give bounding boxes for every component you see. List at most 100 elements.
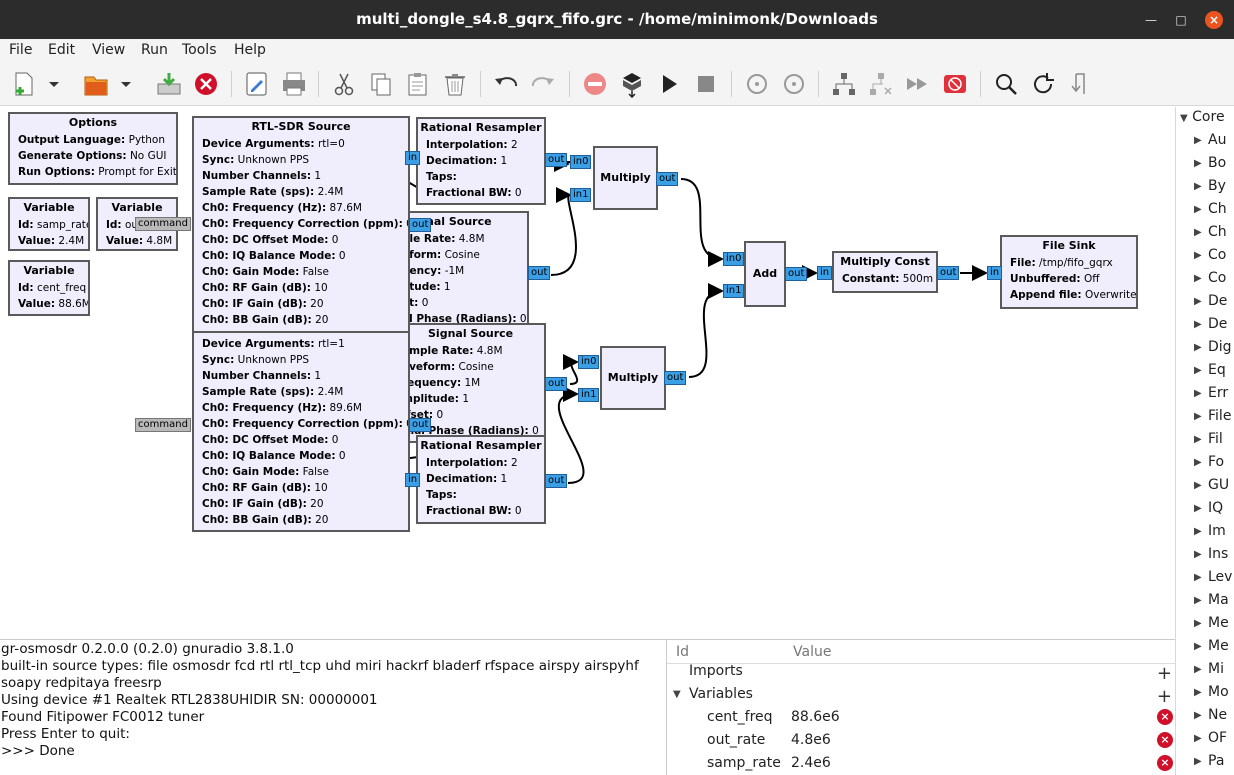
- delete-icon[interactable]: [441, 70, 469, 98]
- add-variable-icon[interactable]: +: [1156, 686, 1172, 707]
- multiply2-out-port[interactable]: out: [664, 371, 687, 385]
- imports-row[interactable]: Imports +: [689, 663, 1172, 684]
- undo-icon[interactable]: [492, 70, 520, 98]
- sig2-out-port[interactable]: out: [545, 377, 568, 391]
- rtl1-out-port[interactable]: in: [405, 151, 421, 165]
- multiply2-in0-port[interactable]: in0: [578, 355, 600, 369]
- rational-resampler-2-block[interactable]: Rational Resampler Interpolation: 2 Deci…: [416, 435, 546, 524]
- add-out-port[interactable]: out: [785, 267, 808, 281]
- file-sink-block[interactable]: File Sink File: /tmp/fifo_gqrx Unbuffere…: [1000, 235, 1138, 309]
- save-icon[interactable]: [155, 70, 183, 98]
- forward-icon[interactable]: [904, 70, 932, 98]
- stop-icon[interactable]: [941, 70, 969, 98]
- chevron-right-icon: ▶: [1194, 342, 1202, 353]
- menu-run[interactable]: Run: [141, 42, 168, 58]
- open-dropdown-icon[interactable]: [118, 70, 134, 98]
- copy-icon[interactable]: [367, 70, 395, 98]
- rational-resampler-1-block[interactable]: Rational Resampler Interpolation: 2 Deci…: [416, 117, 546, 205]
- multiply1-in0-port[interactable]: in0: [570, 155, 592, 169]
- menu-view[interactable]: View: [92, 42, 126, 58]
- console-line: Using device #1 Realtek RTL2838UHIDIR SN…: [1, 692, 378, 708]
- toolbar: [0, 63, 1234, 106]
- variable-row[interactable]: samp_rate 2.4e6 ×: [667, 753, 1176, 775]
- window-title: multi_dongle_s4.8_gqrx_fifo.grc - /home/…: [356, 10, 878, 28]
- remove-variable-icon[interactable]: ×: [1157, 755, 1173, 771]
- redo-icon[interactable]: [529, 70, 557, 98]
- menu-edit[interactable]: Edit: [48, 42, 76, 58]
- add-in0-port[interactable]: in0: [723, 252, 745, 266]
- sig1-out-port-left[interactable]: out: [409, 218, 432, 232]
- add-in1-port[interactable]: in1: [723, 284, 745, 298]
- chevron-right-icon: ▶: [1194, 687, 1202, 698]
- kill-icon[interactable]: [692, 70, 720, 98]
- console-output: gr-osmosdr 0.2.0.0 (0.2.0) gnuradio 3.8.…: [0, 639, 666, 775]
- menu-tools[interactable]: Tools: [182, 42, 217, 58]
- maximize-icon[interactable]: □: [1175, 13, 1187, 27]
- sig2-out-port-left[interactable]: out: [409, 418, 432, 432]
- variable-row[interactable]: out_rate 4.8e6 ×: [667, 730, 1176, 752]
- variables-row[interactable]: ▼ Variables +: [673, 686, 1172, 707]
- filesink-in-port[interactable]: in: [987, 266, 1003, 280]
- multiply-const-block[interactable]: Multiply Const Constant: 500m: [832, 251, 938, 293]
- multiply2-in1-port[interactable]: in1: [578, 388, 600, 402]
- sig1-out-port[interactable]: out: [528, 266, 551, 280]
- new-icon[interactable]: [10, 70, 38, 98]
- paste-icon[interactable]: [404, 70, 432, 98]
- bypass-icon[interactable]: [867, 70, 895, 98]
- wire: [688, 283, 724, 378]
- rotate-ccw-icon[interactable]: [743, 70, 771, 98]
- properties-icon[interactable]: [243, 70, 271, 98]
- resamp2-in-port[interactable]: in: [405, 473, 421, 487]
- remove-variable-icon[interactable]: ×: [1157, 732, 1173, 748]
- mconst-out-port[interactable]: out: [937, 266, 960, 280]
- generate-icon[interactable]: [618, 70, 646, 98]
- menu-file[interactable]: File: [9, 42, 33, 58]
- wire: [557, 386, 585, 484]
- wire: [562, 354, 579, 385]
- variable-editor-header: Id Value: [667, 640, 1176, 664]
- reload-icon[interactable]: [1029, 70, 1057, 98]
- add-import-icon[interactable]: +: [1156, 663, 1172, 684]
- exit-icon[interactable]: [1066, 70, 1094, 98]
- execute-icon[interactable]: [655, 70, 683, 98]
- close-icon[interactable]: [192, 70, 220, 98]
- options-block[interactable]: Options Output Language: Python Generate…: [8, 112, 178, 185]
- multiply1-in1-port[interactable]: in1: [570, 188, 592, 202]
- multiply-2-block[interactable]: Multiply: [600, 346, 666, 410]
- flowgraph-canvas[interactable]: Options Output Language: Python Generate…: [0, 107, 1174, 638]
- chevron-right-icon: ▶: [1194, 204, 1202, 215]
- column-value[interactable]: Value: [793, 644, 832, 660]
- variable-row[interactable]: cent_freq 88.6e6 ×: [667, 707, 1176, 729]
- mconst-in-port[interactable]: in: [817, 266, 833, 280]
- column-id[interactable]: Id: [676, 644, 690, 660]
- minimize-icon[interactable]: —: [1145, 13, 1157, 27]
- cut-icon[interactable]: [330, 70, 358, 98]
- open-icon[interactable]: [82, 70, 110, 98]
- rtl2-command-port[interactable]: command: [135, 418, 191, 432]
- find-icon[interactable]: [992, 70, 1020, 98]
- rtl1-command-port[interactable]: command: [135, 217, 191, 231]
- multiply1-out-port[interactable]: out: [656, 172, 679, 186]
- variable-samp-rate-block[interactable]: Variable Id: samp_rate Value: 2.4M: [8, 197, 90, 251]
- chevron-right-icon: ▶: [1194, 388, 1202, 399]
- enable-icon[interactable]: [830, 70, 858, 98]
- add-block[interactable]: Add: [744, 241, 786, 307]
- variable-cent-freq-block[interactable]: Variable Id: cent_freq Value: 88.6M: [8, 260, 90, 316]
- disable-icon[interactable]: [581, 70, 609, 98]
- rotate-cw-icon[interactable]: [780, 70, 808, 98]
- chevron-right-icon: ▶: [1194, 457, 1202, 468]
- window-close-icon[interactable]: ×: [1205, 11, 1223, 29]
- rtl-sdr-source-2-block[interactable]: Device Arguments: rtl=1 Sync: Unknown PP…: [192, 331, 410, 532]
- chevron-right-icon: ▶: [1194, 618, 1202, 629]
- new-dropdown-icon[interactable]: [46, 70, 62, 98]
- menu-help[interactable]: Help: [234, 42, 266, 58]
- resamp1-out-port[interactable]: out: [545, 153, 568, 167]
- rtl-sdr-source-1-block[interactable]: RTL-SDR Source Device Arguments: rtl=0 S…: [192, 116, 410, 333]
- chevron-right-icon: ▶: [1194, 296, 1202, 307]
- print-icon[interactable]: [280, 70, 308, 98]
- remove-variable-icon[interactable]: ×: [1157, 709, 1173, 725]
- tree-root[interactable]: ▼ Core: [1180, 109, 1225, 125]
- resamp2-out-port[interactable]: out: [545, 474, 568, 488]
- multiply-1-block[interactable]: Multiply: [593, 146, 658, 210]
- block-library-panel[interactable]: ▼ Core ▶Au▶Bo▶By▶Ch▶Ch▶Co▶Co▶De▶De▶Dig▶E…: [1175, 107, 1234, 775]
